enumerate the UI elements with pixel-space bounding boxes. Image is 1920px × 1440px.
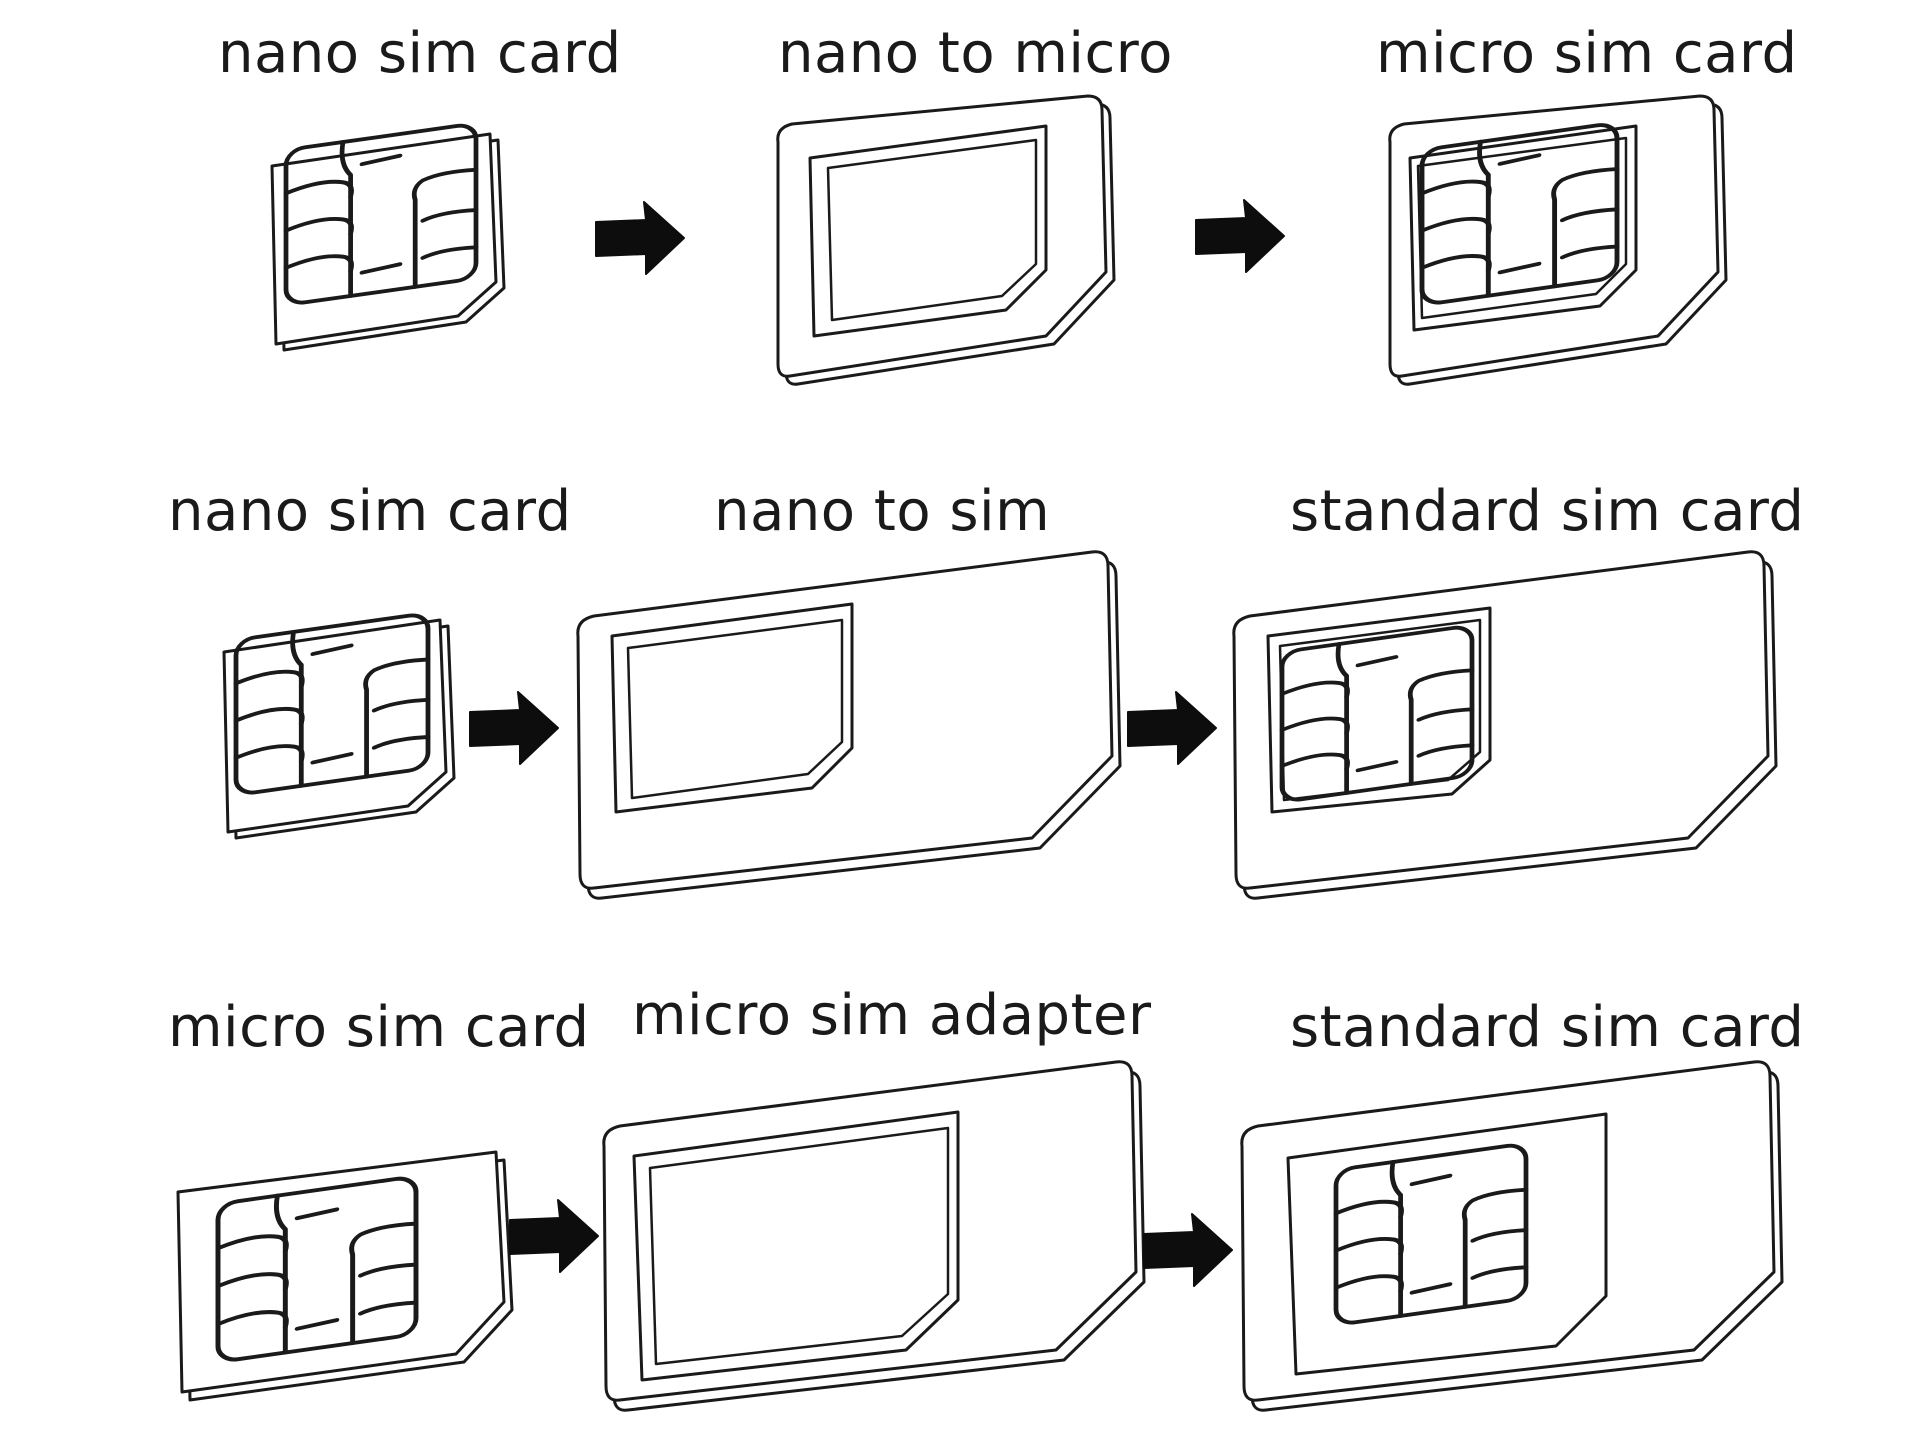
right-arrow-icon <box>1143 1213 1233 1287</box>
row1-nano-sim-card <box>270 123 506 352</box>
right-arrow-icon <box>509 1199 599 1273</box>
row1-nano-to-micro-adapter <box>776 94 1116 386</box>
row3-micro-sim-card <box>176 1150 514 1402</box>
row2-nano-to-sim-label: nano to sim <box>714 479 1051 544</box>
row3-micro-sim-card-label: micro sim card <box>168 995 590 1060</box>
row3-standard-sim-card-label: standard sim card <box>1290 995 1805 1060</box>
row1-micro-sim-card-label: micro sim card <box>1376 21 1798 86</box>
row3-micro-sim-adapter <box>602 1060 1146 1412</box>
right-arrow-icon <box>595 201 685 275</box>
row3-micro-sim-adapter-label: micro sim adapter <box>632 983 1152 1048</box>
row1-nano-to-micro-label: nano to micro <box>778 21 1173 86</box>
row2-standard-sim-card-label: standard sim card <box>1290 479 1805 544</box>
right-arrow-icon <box>1195 199 1285 273</box>
row2-standard-sim-card <box>1232 550 1778 900</box>
row1-micro-sim-card <box>1388 94 1728 386</box>
row3-standard-sim-card <box>1240 1060 1784 1412</box>
row1-nano-sim-card-label: nano sim card <box>218 21 622 86</box>
row2-nano-sim-card-label: nano sim card <box>168 479 572 544</box>
right-arrow-icon <box>1127 691 1217 765</box>
right-arrow-icon <box>469 691 559 765</box>
row2-nano-to-sim-adapter <box>576 550 1122 900</box>
row2-nano-sim-card <box>222 613 456 840</box>
